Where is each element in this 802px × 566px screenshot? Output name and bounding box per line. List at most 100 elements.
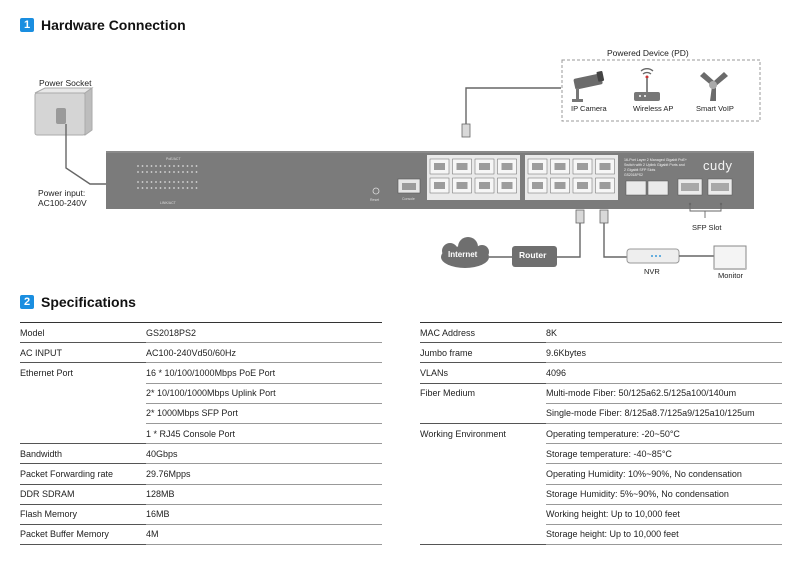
led-indicator (141, 181, 144, 183)
led-indicator (164, 165, 166, 167)
diagram-graphics: PoE/ACT LINK/ACT Reset Console 16-Port L… (34, 59, 761, 270)
spec-value: 4096 (546, 362, 782, 384)
spec-key (420, 504, 546, 524)
spec-value: 9.6Kbytes (546, 342, 782, 364)
power-cable (65, 124, 108, 185)
power-input-label-line1: Power input: (38, 188, 86, 198)
led-indicator (141, 187, 144, 189)
spec-key: Fiber Medium (420, 388, 476, 399)
spec-value: 128MB (146, 484, 382, 505)
router-cable (557, 223, 581, 258)
spec-value: Operating Humidity: 10%~90%, No condensa… (546, 463, 782, 485)
powered-device-label: Powered Device (PD) (607, 48, 689, 58)
spec-row: Single-mode Fiber: 8/125a8.7/125a9/125a1… (420, 403, 782, 424)
led-indicator (182, 181, 184, 183)
spec-key: Jumbo frame (420, 342, 546, 364)
wireless-ap-icon (634, 68, 660, 101)
led-indicator (168, 187, 171, 189)
led-indicator (173, 181, 175, 183)
led-indicator (150, 181, 153, 183)
section-title: Specifications (41, 294, 136, 310)
led-indicator (168, 181, 171, 183)
svg-text:Reset: Reset (370, 198, 379, 202)
monitor-label: Monitor (718, 271, 744, 280)
spec-key: Packet Forwarding rate (20, 463, 146, 485)
spec-key (420, 484, 546, 504)
spec-value: Storage height: Up to 10,000 feet (546, 524, 782, 546)
spec-key: Working Environment (420, 428, 506, 439)
spec-value: 29.76Mpps (146, 463, 382, 485)
spec-row: 1 * RJ45 Console Port (20, 423, 382, 445)
led-indicator (186, 171, 189, 173)
led-indicator (186, 187, 189, 189)
spec-value: 1 * RJ45 Console Port (146, 423, 382, 445)
led-indicator (195, 181, 198, 183)
spec-key (20, 423, 146, 445)
specifications-section-heading: 2 Specifications (20, 294, 136, 310)
led-indicator (164, 181, 166, 183)
led-indicator (137, 181, 139, 183)
spec-row: 2* 10/100/1000Mbps Uplink Port (20, 383, 382, 404)
svg-text:PoE/ACT: PoE/ACT (166, 157, 181, 161)
svg-text:2 Gigabit SFP Slots: 2 Gigabit SFP Slots (624, 168, 655, 172)
svg-text:LINK/ACT: LINK/ACT (160, 201, 177, 205)
spec-key (420, 403, 546, 424)
led-indicator (182, 171, 184, 173)
led-indicator (155, 181, 157, 183)
hardware-section-heading: 1 Hardware Connection (20, 17, 186, 33)
led-indicator (146, 187, 148, 189)
led-indicator (150, 165, 153, 167)
router-label: Router (519, 250, 547, 260)
led-indicator (150, 187, 153, 189)
led-indicator (141, 165, 144, 167)
spec-value: 8K (546, 321, 782, 344)
spec-key (20, 403, 146, 423)
led-indicator (159, 171, 162, 173)
led-indicator (137, 171, 139, 173)
led-indicator (186, 165, 189, 167)
ip-camera-icon (572, 71, 605, 102)
smart-voip-label: Smart VoIP (696, 104, 734, 113)
led-indicator (186, 181, 189, 183)
led-indicator (191, 187, 193, 189)
led-indicator (155, 187, 157, 189)
led-indicator (137, 187, 139, 189)
section-number-badge: 1 (20, 18, 34, 32)
spec-value: 4M (146, 524, 382, 546)
spec-value: GS2018PS2 (146, 321, 382, 344)
power-input-label-line2: AC100-240V (38, 198, 87, 208)
led-indicator (195, 187, 198, 189)
spec-row: Operating Humidity: 10%~90%, No condensa… (420, 463, 782, 485)
spec-key: MAC Address (420, 321, 546, 344)
pd-rj45-plug (461, 123, 471, 138)
led-indicator (177, 171, 180, 173)
spec-key: Bandwidth (20, 443, 146, 465)
spec-key (20, 383, 146, 403)
uplink-port-18 (647, 180, 669, 196)
led-indicator (164, 171, 166, 173)
spec-value: Single-mode Fiber: 8/125a8.7/125a9/125a1… (546, 403, 782, 424)
spec-value: 16 * 10/100/1000Mbps PoE Port (146, 362, 382, 384)
led-indicator (177, 181, 180, 183)
spec-row: Storage temperature: -40~85°C (420, 443, 782, 465)
section-title: Hardware Connection (41, 17, 186, 33)
spec-key (420, 524, 546, 546)
led-indicator (150, 171, 153, 173)
led-indicator (168, 171, 171, 173)
smart-voip-icon (700, 72, 728, 101)
spec-key: AC INPUT (20, 342, 146, 364)
spec-value: Multi-mode Fiber: 50/125a62.5/125a100/14… (546, 383, 782, 404)
spec-key: VLANs (420, 362, 546, 384)
brand-logo: cudy (703, 158, 733, 173)
led-indicator (191, 171, 193, 173)
led-indicator (146, 181, 148, 183)
powered-device-box (561, 59, 761, 122)
nvr-rj45-plug (599, 209, 609, 224)
